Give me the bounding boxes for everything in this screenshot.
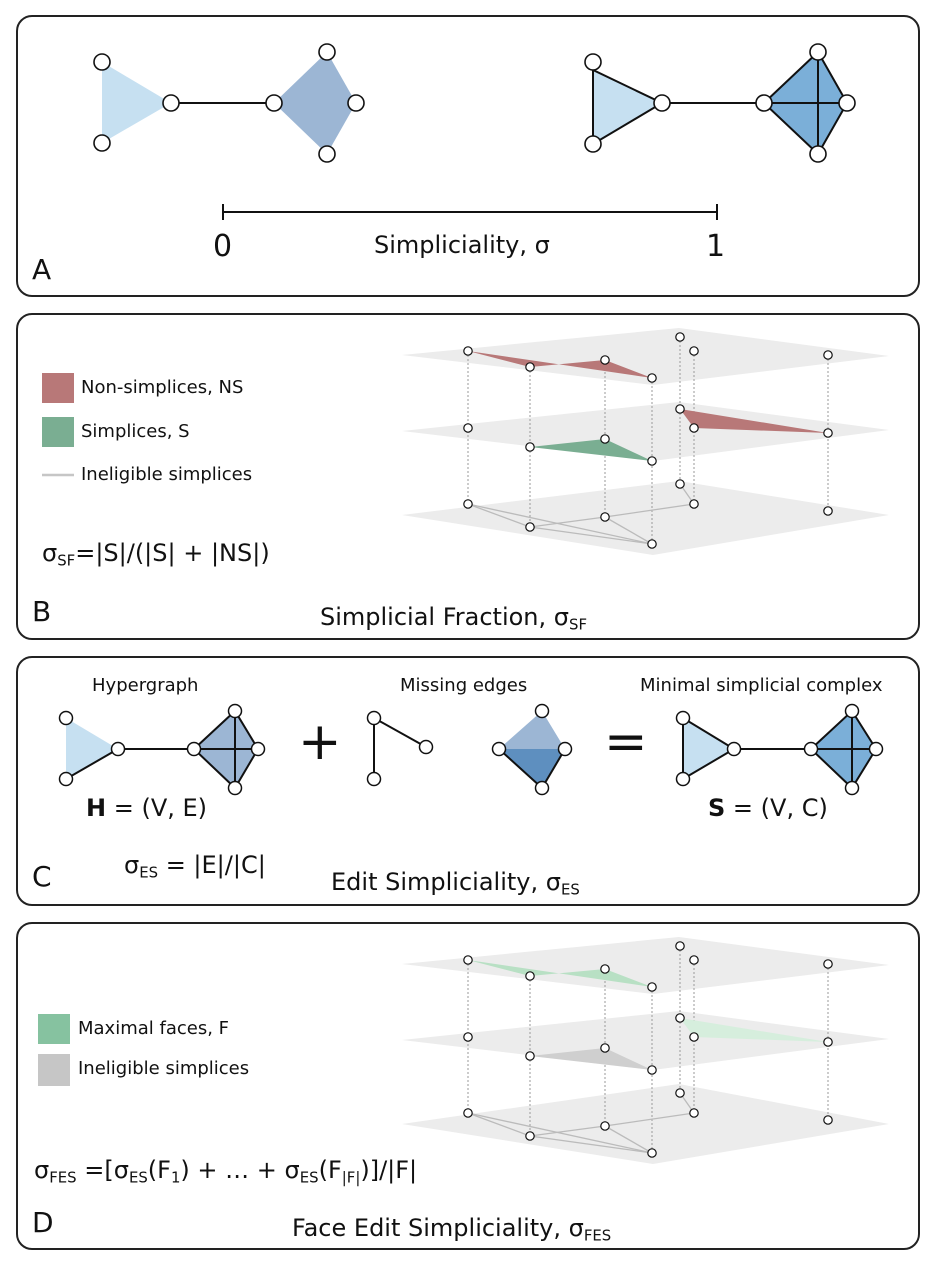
non-simplices-swatch bbox=[42, 373, 74, 403]
scale-max-label: 1 bbox=[706, 229, 726, 264]
plane-middle bbox=[402, 402, 889, 461]
edit-simpliciality-formula: σES = |E|/|C| bbox=[124, 851, 266, 882]
legend-simplices: Simplices, S bbox=[81, 421, 190, 442]
ineligible-face bbox=[530, 1048, 652, 1070]
triangle-face bbox=[66, 718, 118, 779]
bottom-graph-edges bbox=[467, 1092, 695, 1154]
simplicial-complex-drawing bbox=[675, 703, 884, 796]
node bbox=[318, 43, 336, 61]
tetrahedron-lower bbox=[499, 749, 565, 788]
node bbox=[162, 94, 180, 112]
layer-nodes bbox=[463, 332, 833, 549]
low-simpliciality-hypergraph bbox=[93, 43, 365, 163]
panel-a-figure bbox=[93, 43, 856, 220]
panel-d-figure bbox=[38, 937, 889, 1164]
node bbox=[653, 94, 671, 112]
node bbox=[347, 94, 365, 112]
non-simplex-face bbox=[468, 351, 652, 378]
hypergraph-drawing bbox=[58, 703, 266, 796]
maximal-face bbox=[468, 960, 652, 987]
triangle-face bbox=[102, 62, 171, 143]
missing-edges-title: Missing edges bbox=[400, 675, 528, 696]
equals-sign: = bbox=[604, 712, 648, 772]
triangle-face bbox=[682, 716, 736, 781]
tetrahedron-face bbox=[274, 52, 356, 154]
simplicial-fraction-formula: σSF=|S|/(|S| + |NS|) bbox=[42, 539, 270, 570]
panel-letter-a: A bbox=[32, 253, 52, 286]
legend-ineligible: Ineligible simplices bbox=[78, 1058, 250, 1079]
panel-a: 0 1 Simpliciality, σ A bbox=[16, 15, 920, 297]
missing-edges-drawing bbox=[366, 703, 573, 796]
ineligible-swatch bbox=[38, 1054, 70, 1086]
scale-title: Simpliciality, σ bbox=[374, 231, 550, 259]
high-simpliciality-complex bbox=[584, 43, 856, 163]
plus-sign: + bbox=[298, 712, 342, 772]
hypergraph-definition: H = (V, E) bbox=[86, 794, 208, 822]
node bbox=[93, 53, 111, 71]
simplices-swatch bbox=[42, 417, 74, 447]
simplex-face bbox=[530, 439, 652, 461]
bottom-graph-edges bbox=[467, 483, 695, 545]
layer-nodes bbox=[463, 941, 833, 1158]
panel-c: Hypergraph Missing edges Minimal simplic… bbox=[16, 656, 920, 906]
node bbox=[809, 43, 827, 61]
plane-bottom bbox=[402, 481, 889, 555]
panel-b-title: Simplicial Fraction, σSF bbox=[320, 603, 587, 634]
node bbox=[584, 135, 602, 153]
node bbox=[93, 134, 111, 152]
complex-definition: S = (V, C) bbox=[708, 794, 828, 822]
node bbox=[838, 94, 856, 112]
layer-stack bbox=[402, 328, 889, 555]
panel-d-title: Face Edit Simpliciality, σFES bbox=[292, 1214, 612, 1245]
layer-stack bbox=[402, 937, 889, 1164]
non-simplex-face bbox=[680, 409, 828, 433]
plane-middle bbox=[402, 1011, 889, 1070]
plane-bottom bbox=[402, 1084, 889, 1164]
triangle-face bbox=[592, 68, 665, 146]
legend-ineligible: Ineligible simplices bbox=[81, 464, 253, 485]
simplicial-complex-title: Minimal simplicial complex bbox=[640, 675, 883, 696]
plane-top bbox=[402, 937, 889, 994]
simpliciality-scale-bar bbox=[222, 204, 718, 220]
node bbox=[809, 145, 827, 163]
panel-letter-c: C bbox=[32, 860, 52, 893]
face-edit-simpliciality-formula: σFES =[σES(F1) + … + σES(F|F|)]/|F| bbox=[34, 1156, 418, 1187]
node bbox=[318, 145, 336, 163]
panel-letter-d: D bbox=[32, 1206, 54, 1239]
maximal-face bbox=[680, 1018, 828, 1042]
panel-c-title: Edit Simpliciality, σES bbox=[331, 868, 580, 899]
hypergraph-title: Hypergraph bbox=[92, 675, 199, 696]
panel-b-figure bbox=[42, 328, 889, 555]
node bbox=[755, 94, 773, 112]
legend-maximal-faces: Maximal faces, F bbox=[78, 1018, 230, 1039]
plane-top bbox=[402, 328, 889, 385]
tetrahedron-upper bbox=[499, 711, 565, 749]
maximal-faces-swatch bbox=[38, 1014, 70, 1044]
panel-c-figure bbox=[58, 703, 884, 796]
node bbox=[584, 53, 602, 71]
panel-letter-b: B bbox=[32, 595, 52, 628]
panel-b: Non-simplices, NS Simplices, S Ineligibl… bbox=[16, 313, 920, 640]
legend-non-simplices: Non-simplices, NS bbox=[81, 377, 244, 398]
node bbox=[265, 94, 283, 112]
panel-d: Maximal faces, F Ineligible simplices σF… bbox=[16, 922, 920, 1250]
scale-min-label: 0 bbox=[213, 229, 233, 264]
